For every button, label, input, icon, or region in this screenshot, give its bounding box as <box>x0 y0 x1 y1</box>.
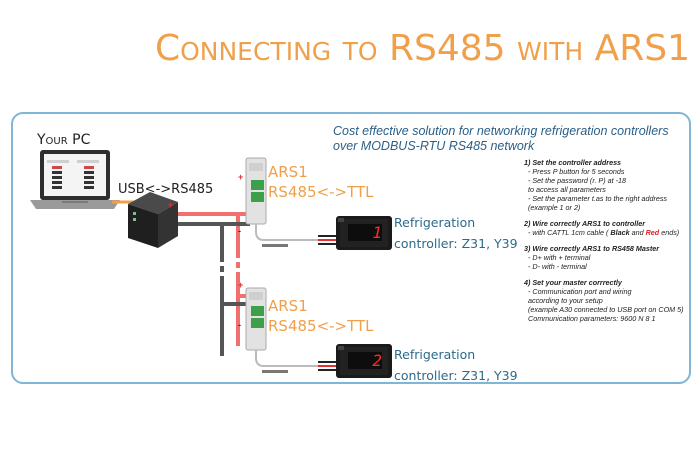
step-2: 2) Wire correctly ARS1 to controller - w… <box>524 219 689 237</box>
plus-mark-ars1-2: + <box>238 280 244 290</box>
step-2-title: 2) Wire correctly ARS1 to controller <box>524 219 646 228</box>
step-2-red-word: Red <box>645 228 660 237</box>
ars1-module-1-icon <box>245 157 267 225</box>
ars1-name-2: ARS1 <box>268 297 308 315</box>
controller-label-1-line-2: controller: Z31, Y39 <box>394 236 518 251</box>
ars1-type-1: RS485<->TTL <box>268 183 374 201</box>
ars1-label-1: ARS1 RS485<->TTL <box>268 162 374 202</box>
step-1-line: - Press P button for 5 seconds <box>528 167 625 176</box>
ttl-cable-2 <box>255 350 338 373</box>
step-3-title: 3) Wire correctly ARS1 to RS458 Master <box>524 244 660 253</box>
diagram-frame <box>11 112 691 384</box>
ars1-module-2-icon <box>245 287 267 351</box>
step-1-line: - Set the password (r. P) at -18 <box>528 176 626 185</box>
subtitle: Cost effective solution for networking r… <box>333 124 669 154</box>
plus-mark-ars1-1: + <box>238 172 244 182</box>
step-4-line: Communication parameters: 9600 N 8 1 <box>528 314 656 323</box>
instruction-steps: 1) Set the controller address - Press P … <box>524 158 689 330</box>
step-1-line: to access all parameters <box>528 185 606 194</box>
controller-label-2-line-1: Refrigeration <box>394 347 476 362</box>
controller-2-display: 2 <box>372 351 382 370</box>
step-1-title: 1) Set the controller address <box>524 158 622 167</box>
plus-mark-usb: + <box>168 200 174 210</box>
step-4-line: according to your setup <box>528 296 603 305</box>
usb-converter-label: USB<->RS485 <box>118 182 214 197</box>
step-2-prefix: - with CATTL 1cm cable ( <box>528 228 609 237</box>
step-3-line: - D- with - terminal <box>528 262 587 271</box>
step-3: 3) Wire correctly ARS1 to RS458 Master -… <box>524 244 689 271</box>
usb-rs485-converter-icon <box>128 192 178 248</box>
pc-label: Your PC <box>37 132 91 148</box>
ars1-type-2: RS485<->TTL <box>268 317 374 335</box>
page-title: Connecting to RS485 with ARS1 <box>154 28 690 69</box>
controller-label-2: Refrigeration controller: Z31, Y39 <box>394 344 518 386</box>
controller-1-display: 1 <box>372 223 382 242</box>
laptop-icon <box>30 150 120 209</box>
step-4-title: 4) Set your master corrrectly <box>524 278 622 287</box>
minus-mark-ars1-1: - <box>238 226 241 236</box>
step-2-black-word: Black <box>610 228 630 237</box>
subtitle-line-1: Cost effective solution for networking r… <box>333 124 669 138</box>
refrigeration-controller-2-icon <box>336 344 392 378</box>
step-1-line: - Set the parameter t.as to the right ad… <box>528 194 668 203</box>
step-2-line: - with CATTL 1cm cable ( Black and Red e… <box>524 228 689 237</box>
subtitle-line-2: over MODBUS-RTU RS485 network <box>333 139 535 153</box>
step-1: 1) Set the controller address - Press P … <box>524 158 689 212</box>
step-4: 4) Set your master corrrectly - Communic… <box>524 278 689 323</box>
step-4-line: - Communication port and wiring <box>528 287 632 296</box>
step-2-and-word: and <box>631 228 644 237</box>
controller-label-2-line-2: controller: Z31, Y39 <box>394 368 518 383</box>
ars1-name-1: ARS1 <box>268 163 308 181</box>
step-3-line: - D+ with + terminal <box>528 253 591 262</box>
step-4-line: (example A30 connected to USB port on CO… <box>528 305 684 314</box>
controller-label-1-line-1: Refrigeration <box>394 215 476 230</box>
ars1-label-2: ARS1 RS485<->TTL <box>268 296 374 336</box>
minus-mark-ars1-2: - <box>238 320 241 330</box>
step-2-suffix: ends) <box>661 228 680 237</box>
refrigeration-controller-1-icon <box>336 216 392 250</box>
ttl-cable-1 <box>255 224 338 247</box>
step-1-line: (example 1 or 2) <box>528 203 581 212</box>
minus-mark-usb: - <box>170 224 173 234</box>
controller-label-1: Refrigeration controller: Z31, Y39 <box>394 212 518 254</box>
